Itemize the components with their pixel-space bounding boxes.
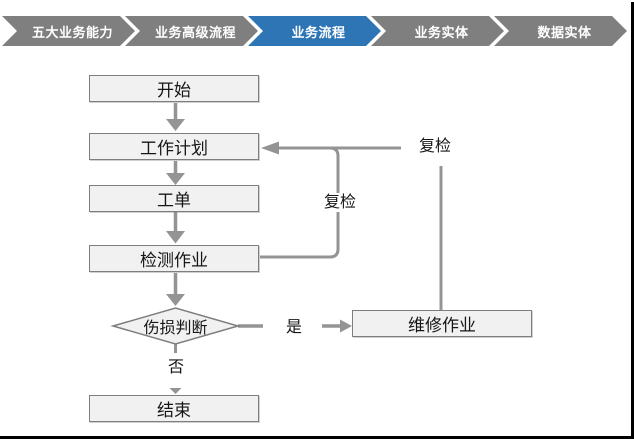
flow-node-label: 维修作业	[408, 316, 476, 335]
frame-border-right	[631, 2, 634, 439]
nav-step-business-capabilities[interactable]: 五大业务能力	[2, 16, 135, 46]
edge-label-no: 否	[164, 358, 188, 377]
edge-label-recheck-outer: 复检	[415, 137, 455, 156]
arrowhead-no-to-end	[169, 388, 182, 394]
arrowhead-yes-to-repair	[340, 319, 352, 333]
flow-node-label: 结束	[157, 401, 191, 420]
arrowhead-down-1	[166, 119, 185, 131]
arrowhead-recheck-to-plan	[261, 141, 279, 155]
frame-border-bottom	[0, 436, 634, 439]
flow-node-decision: 伤损判断	[113, 308, 238, 344]
nav-step-label: 数据实体	[537, 24, 592, 40]
edge-label-yes: 是	[282, 318, 306, 337]
decision-diamond-shape	[110, 307, 241, 345]
nav-step-label: 业务流程	[291, 24, 346, 40]
arrowhead-down-2	[166, 173, 185, 185]
flow-node-label: 开始	[157, 81, 191, 100]
edge-label-recheck-inner: 复检	[320, 193, 360, 212]
nav-step-label: 业务实体	[414, 24, 469, 40]
arrowhead-down-3	[166, 231, 185, 244]
nav-step-advanced-process[interactable]: 业务高级流程	[125, 16, 258, 46]
flow-node-end: 结束	[89, 395, 259, 422]
nav-step-business-entity[interactable]: 业务实体	[371, 16, 504, 46]
nav-step-label: 业务高级流程	[154, 24, 236, 40]
flow-node-repair: 维修作业	[352, 310, 532, 337]
arrowhead-down-4	[166, 294, 185, 306]
nav-step-business-process[interactable]: 业务流程	[248, 16, 381, 46]
flow-node-plan: 工作计划	[89, 133, 259, 160]
flow-node-start: 开始	[89, 75, 259, 102]
flow-node-label: 工作计划	[140, 139, 208, 158]
nav-step-data-entity[interactable]: 数据实体	[494, 16, 627, 46]
flow-node-label: 工单	[157, 191, 191, 210]
flow-node-label: 检测作业	[140, 251, 208, 270]
flow-node-order: 工单	[89, 185, 259, 212]
nav-step-label: 五大业务能力	[31, 24, 113, 40]
flow-node-label: 伤损判断	[143, 320, 208, 337]
flow-node-inspect: 检测作业	[89, 245, 259, 272]
